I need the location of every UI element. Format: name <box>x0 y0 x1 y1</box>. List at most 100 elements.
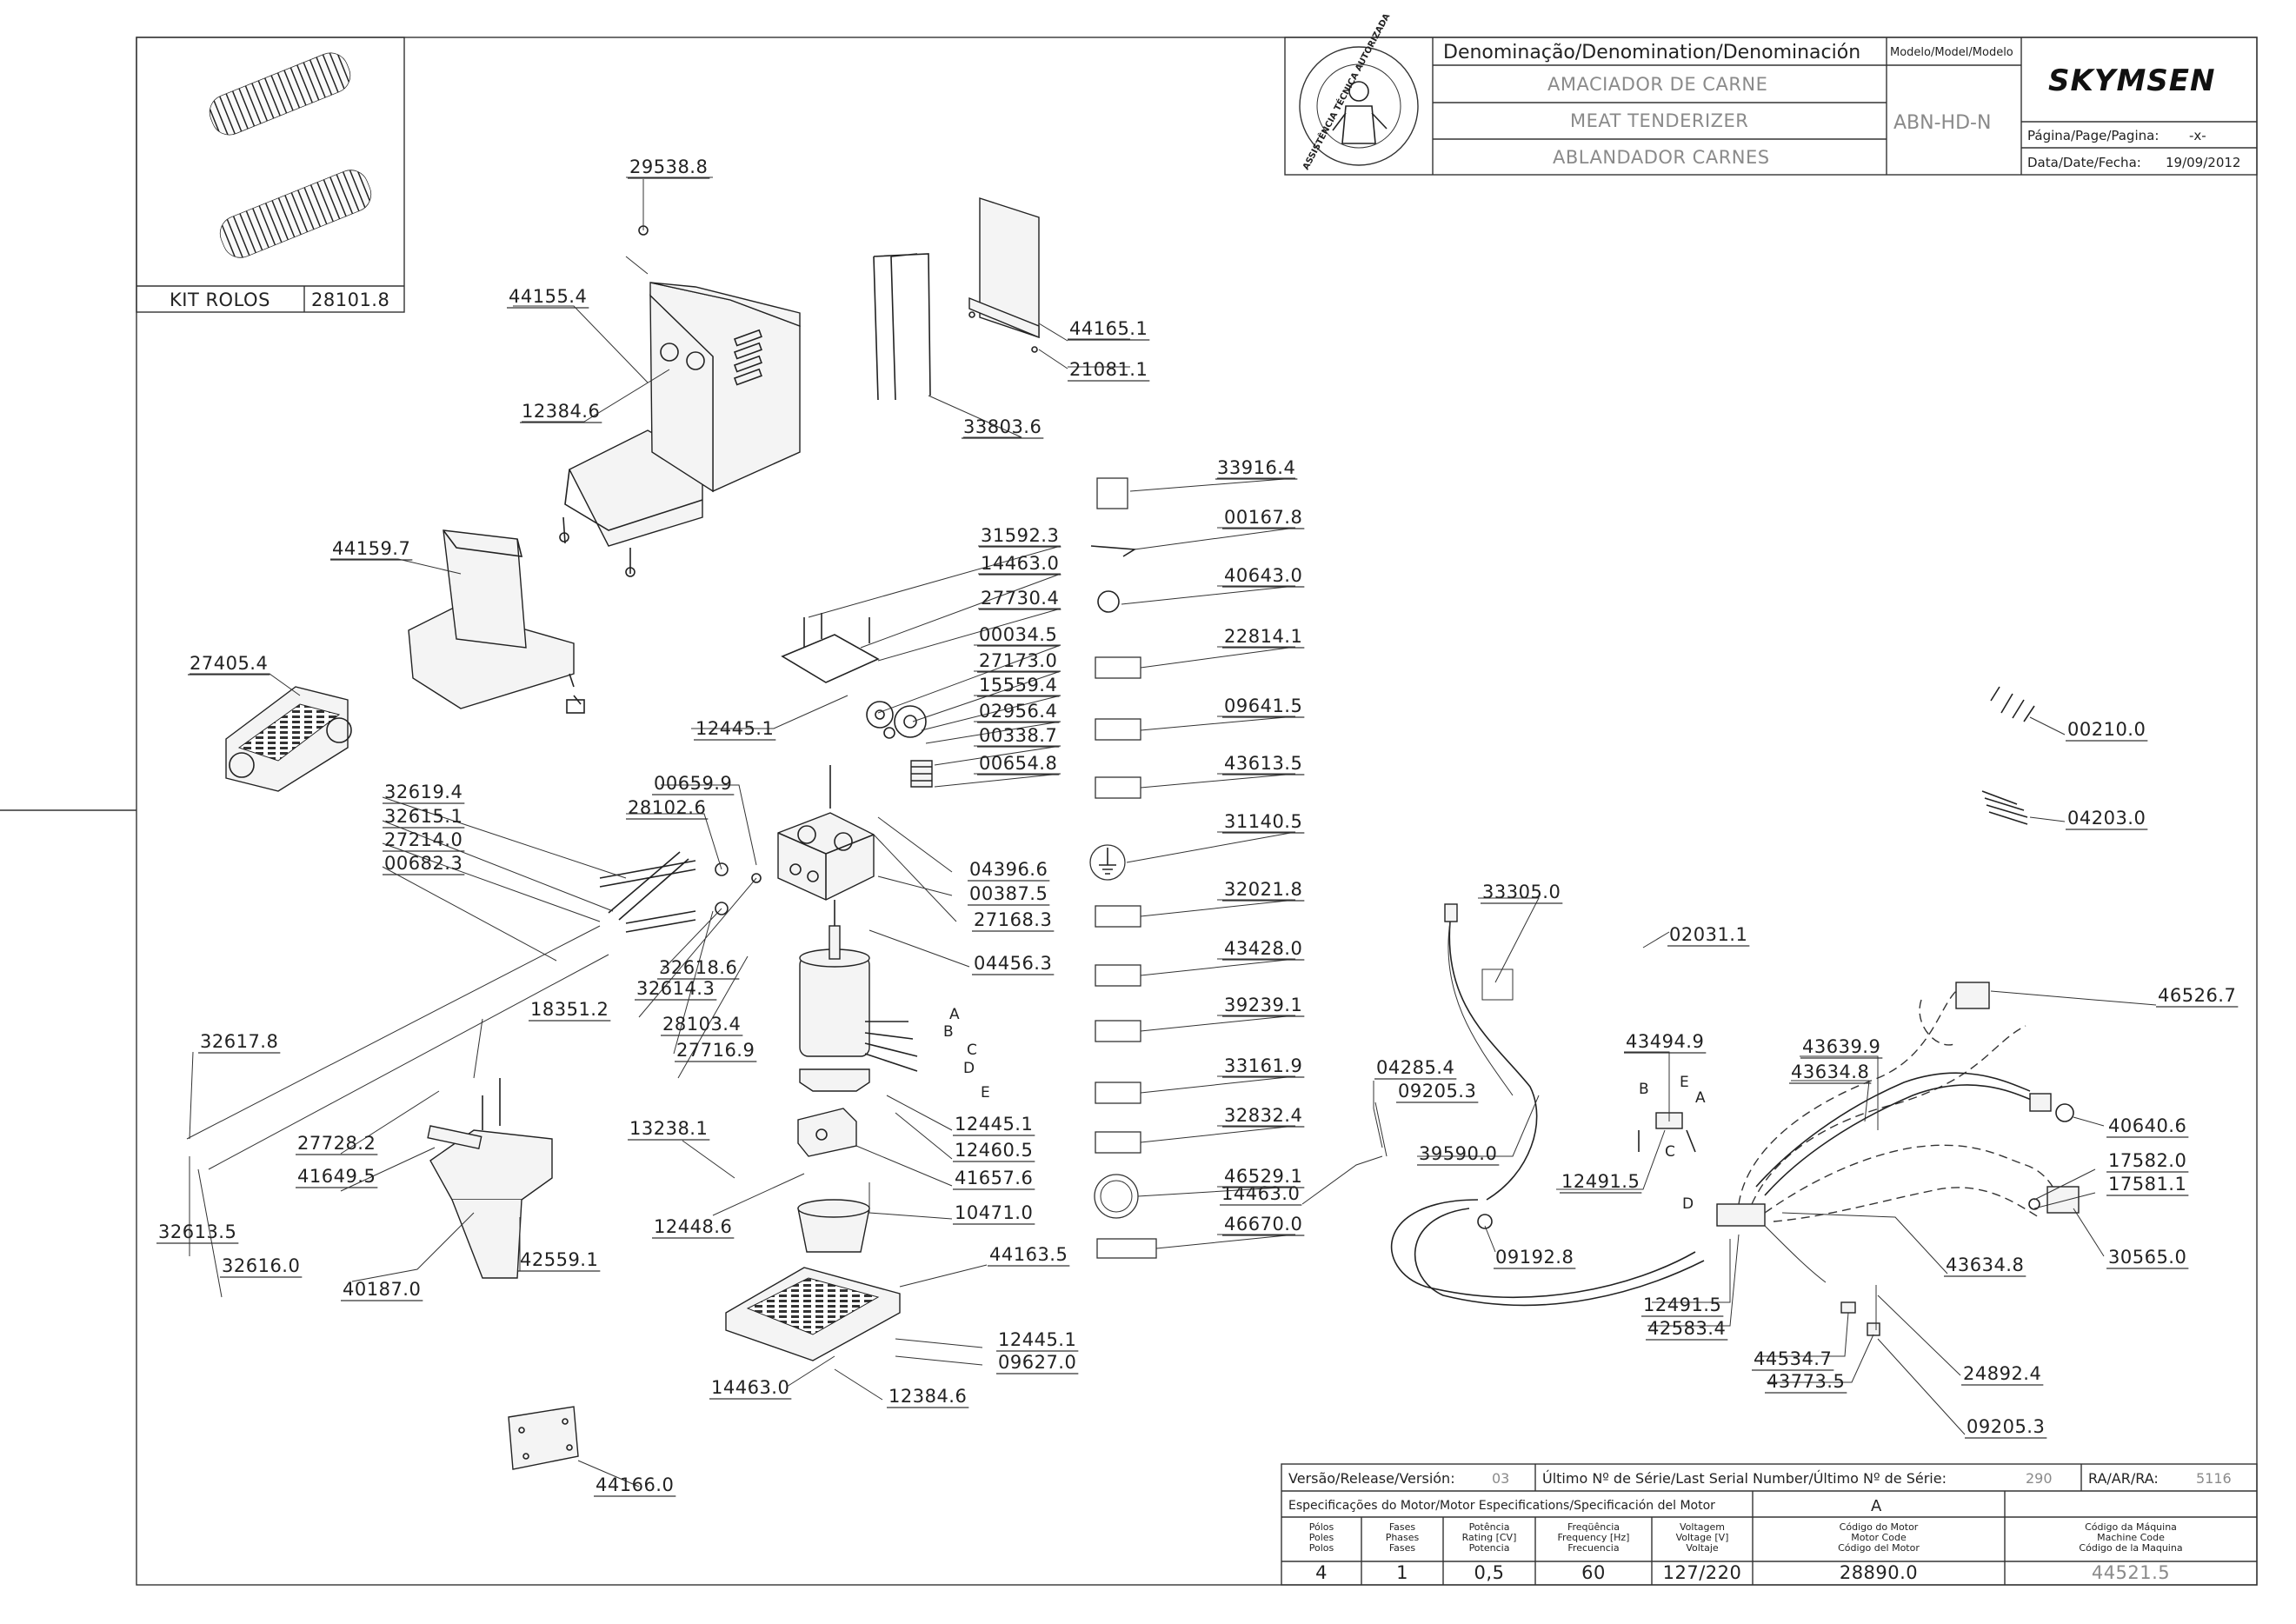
callout-18351-2: 18351.2 <box>530 999 609 1020</box>
callout-41649-5: 41649.5 <box>297 1166 376 1187</box>
callout-09641-5: 09641.5 <box>1224 696 1302 716</box>
callout-04285-4: 04285.4 <box>1376 1057 1454 1078</box>
brand-logo: SKYMSEN <box>2048 63 2215 98</box>
page-label: Página/Page/Pagina: <box>2027 128 2159 143</box>
callout-40187-0: 40187.0 <box>343 1279 421 1300</box>
callout-10471-0: 10471.0 <box>955 1202 1033 1223</box>
guard-plate <box>968 197 1040 353</box>
switch-wire-e: E <box>1680 1074 1689 1091</box>
callout-32021-8: 32021.8 <box>1224 879 1302 900</box>
callout-24892-4: 24892.4 <box>1963 1363 2041 1384</box>
motor-variant: A <box>1871 1497 1882 1515</box>
gearbox <box>777 765 875 930</box>
callout-27405-4: 27405.4 <box>190 653 268 674</box>
title-block: ASSISTÊNCIA TÉCNICA AUTORIZADA Denominaç… <box>1284 11 2258 176</box>
kit-rolos-box: KIT ROLOS 28101.8 <box>136 37 405 313</box>
callout-33161-9: 33161.9 <box>1224 1055 1302 1076</box>
callout-46670-0: 46670.0 <box>1224 1214 1302 1235</box>
callout-32614-3: 32614.3 <box>636 978 715 999</box>
callout-09205-3a: 09205.3 <box>1398 1081 1476 1102</box>
callout-32616-0: 32616.0 <box>222 1255 300 1276</box>
callout-00167-8: 00167.8 <box>1224 507 1302 528</box>
callout-32832-4: 32832.4 <box>1224 1105 1302 1126</box>
mounting-plate <box>508 1406 579 1470</box>
product-name-pt: AMACIADOR DE CARNE <box>1547 74 1767 95</box>
motor <box>799 925 918 1092</box>
callout-12491-5a: 12491.5 <box>1561 1171 1640 1192</box>
model-code: ABN-HD-N <box>1893 112 1991 134</box>
callout-00387-5: 00387.5 <box>969 883 1048 904</box>
poles-value: 4 <box>1315 1562 1328 1583</box>
page-value: -x- <box>2189 128 2206 143</box>
callout-04396-6: 04396.6 <box>969 859 1048 880</box>
version-value: 03 <box>1492 1470 1509 1487</box>
callout-09205-3b: 09205.3 <box>1967 1416 2045 1437</box>
callout-17581-1: 17581.1 <box>2108 1174 2186 1195</box>
callout-27716-9: 27716.9 <box>676 1040 755 1061</box>
callout-00338-7: 00338.7 <box>979 725 1057 746</box>
housing-cover <box>559 225 801 577</box>
callout-41657-6: 41657.6 <box>955 1168 1033 1188</box>
springs <box>1981 686 2035 825</box>
motor-wire-d: D <box>963 1060 975 1077</box>
motor-bracket <box>797 1108 857 1157</box>
callout-12445-1a: 12445.1 <box>695 718 774 739</box>
callout-43639-9: 43639.9 <box>1802 1036 1880 1057</box>
motor-code-value: 28890.0 <box>1840 1562 1918 1583</box>
gear-set <box>866 701 933 788</box>
callout-14463-0c: 14463.0 <box>1221 1183 1300 1204</box>
roller-cage <box>225 686 352 792</box>
denomination-header: Denominação/Denomination/Denominación <box>1443 42 1860 63</box>
motor-wire-b: B <box>943 1023 954 1041</box>
callout-15559-4: 15559.4 <box>979 675 1057 696</box>
callout-32618-6: 32618.6 <box>659 957 737 978</box>
rating-value: 0,5 <box>1474 1562 1505 1583</box>
drawing-border <box>136 37 2258 1586</box>
roller-stack <box>186 925 609 1170</box>
motor-wire-e: E <box>981 1084 990 1102</box>
shafts <box>599 851 762 933</box>
u-bracket <box>873 253 931 401</box>
switch-wire-c: C <box>1665 1143 1675 1161</box>
callout-44166-0: 44166.0 <box>596 1474 674 1495</box>
callout-09627-0: 09627.0 <box>998 1352 1076 1373</box>
callout-04203-0: 04203.0 <box>2067 808 2146 829</box>
callout-44155-4: 44155.4 <box>509 286 587 307</box>
callout-14463-0b: 14463.0 <box>711 1377 789 1398</box>
callout-27730-4: 27730.4 <box>981 588 1059 609</box>
callout-00659-9: 00659.9 <box>654 773 732 794</box>
callout-12448-6: 12448.6 <box>654 1216 732 1237</box>
callout-27173-0: 27173.0 <box>979 650 1057 671</box>
callout-12491-5b: 12491.5 <box>1643 1295 1721 1315</box>
callout-00654-8: 00654.8 <box>979 753 1057 774</box>
version-label: Versão/Release/Versión: <box>1288 1470 1455 1487</box>
callout-42583-4: 42583.4 <box>1647 1318 1726 1339</box>
label-stickers <box>1089 477 1157 1259</box>
voltage-value: 127/220 <box>1663 1562 1742 1583</box>
phases-value: 1 <box>1396 1562 1408 1583</box>
callout-31592-3: 31592.3 <box>981 525 1059 546</box>
callout-13238-1: 13238.1 <box>629 1118 708 1139</box>
callout-32615-1: 32615.1 <box>384 806 463 827</box>
callout-22814-1: 22814.1 <box>1224 626 1302 647</box>
serial-value: 290 <box>2026 1470 2053 1487</box>
callout-31140-5: 31140.5 <box>1224 811 1302 832</box>
callout-29538-8: 29538.8 <box>629 156 708 177</box>
callout-40640-6: 40640.6 <box>2108 1115 2186 1136</box>
callout-09192-8: 09192.8 <box>1495 1247 1574 1268</box>
motor-wire-c: C <box>967 1042 977 1059</box>
seal-text: ASSISTÊNCIA TÉCNICA AUTORIZADA <box>1300 11 1392 172</box>
callout-43613-5: 43613.5 <box>1224 753 1302 774</box>
callout-27728-2: 27728.2 <box>297 1133 376 1154</box>
switch-wire-b: B <box>1639 1081 1649 1098</box>
callout-12384-6b: 12384.6 <box>888 1386 967 1407</box>
machine-code-value: 44521.5 <box>2092 1562 2170 1583</box>
product-name-es: ABLANDADOR CARNES <box>1553 147 1770 168</box>
leader-lines <box>189 176 2157 1488</box>
switch-wire-a: A <box>1695 1089 1706 1107</box>
base-cup <box>797 1199 870 1253</box>
callout-44534-7: 44534.7 <box>1754 1348 1832 1369</box>
